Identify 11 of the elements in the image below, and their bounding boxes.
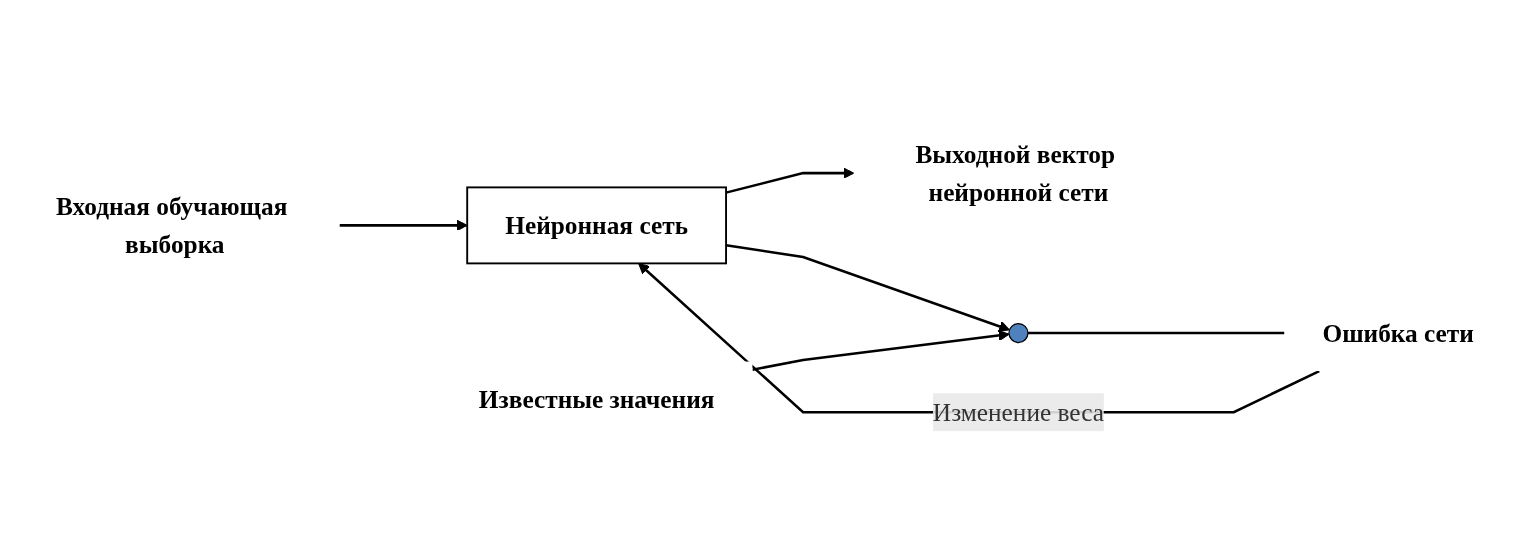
arrow: [638, 263, 1320, 414]
arrow: [339, 219, 468, 232]
node-box: Нейронная сеть: [466, 186, 727, 265]
node-text: Входная обучающая выборка: [55, 192, 288, 259]
edge-label: Изменение веса: [932, 398, 1105, 427]
connector: [1027, 331, 1285, 335]
arrow: [752, 330, 1010, 372]
node-circle: [1008, 323, 1029, 344]
node-text: Известные значения: [478, 385, 715, 414]
node-text: Выходной вектор нейронной сети: [915, 140, 1116, 207]
node-text: Ошибка сети: [1322, 319, 1474, 348]
